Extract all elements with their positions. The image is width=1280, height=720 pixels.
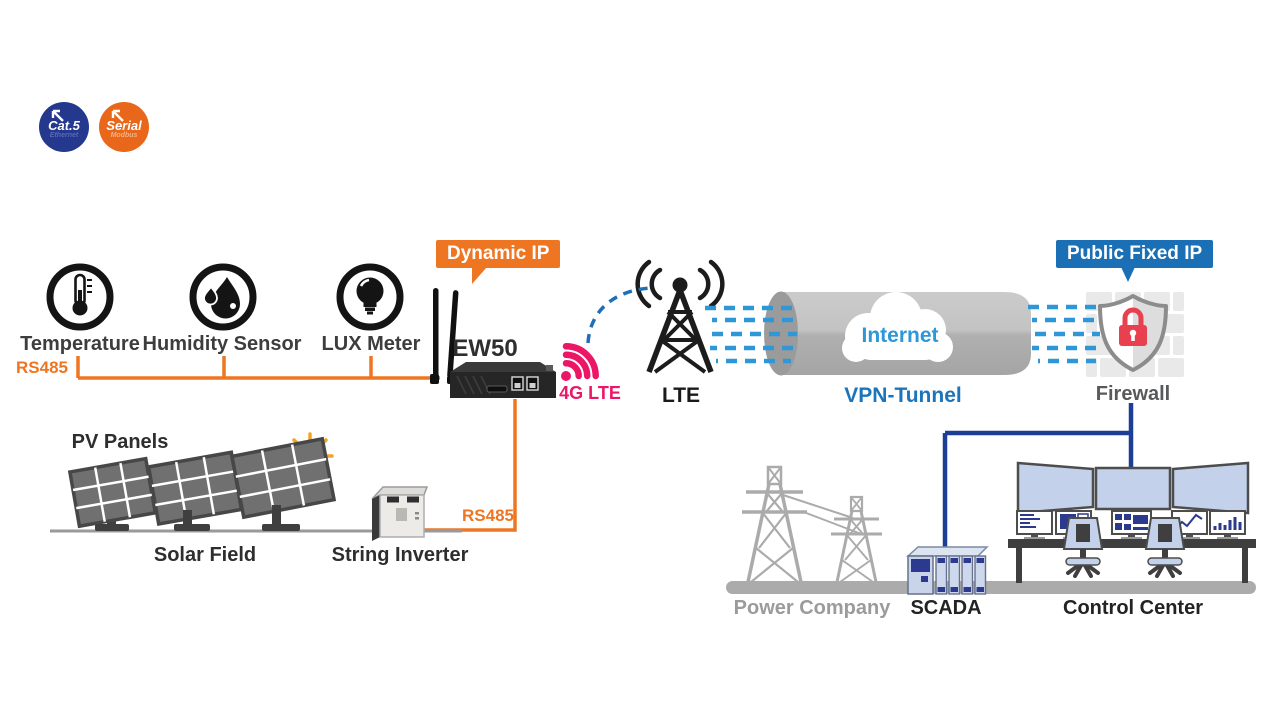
router-body — [450, 362, 556, 398]
scada-label: SCADA — [910, 597, 982, 619]
firewall-label: Firewall — [1095, 383, 1171, 405]
internet-label: Internet — [861, 324, 939, 347]
humidity-label: Humidity Sensor — [142, 333, 302, 355]
antenna-icon — [430, 288, 459, 384]
tunnel-to-firewall-dashes — [1028, 304, 1102, 364]
dynamic-ip-banner: Dynamic IP — [436, 240, 561, 268]
public-fixed-ip-banner-tail — [1121, 267, 1135, 282]
temperature-label: Temperature — [20, 333, 140, 355]
firewall-to-site-lines — [942, 403, 1134, 550]
badge-title: Serial — [106, 118, 142, 133]
ew50-label: EW50 — [452, 335, 518, 362]
public-fixed-ip-banner: Public Fixed IP — [1056, 240, 1214, 268]
wifi-signal-icon — [561, 343, 599, 381]
cat5-ethernet-badge: Cat.5 Ethernet — [39, 102, 89, 152]
wall-monitors-icon — [1016, 461, 1250, 515]
lux-meter-icon — [336, 263, 404, 331]
desktop-monitors-icon — [1016, 510, 1246, 540]
rs485-sensor-bus-line — [76, 356, 440, 380]
badge-title: Cat.5 — [48, 118, 80, 133]
badge-subtitle: Modbus — [110, 132, 138, 139]
temperature-icon — [46, 263, 114, 331]
pv-panels-label: PV Panels — [71, 431, 169, 453]
lux-label: LUX Meter — [321, 333, 421, 355]
shield-lock-icon — [1098, 294, 1168, 372]
control-center-label: Control Center — [1063, 597, 1203, 619]
transmission-tower-icon — [742, 465, 807, 583]
4g-lte-label: 4G LTE — [559, 383, 621, 403]
desk-icon — [1008, 539, 1256, 583]
office-chair-icon — [1144, 517, 1186, 578]
solar-field-label: Solar Field — [153, 544, 257, 566]
string-inverter-label: String Inverter — [331, 544, 469, 566]
signal-arcs-icon — [635, 259, 725, 309]
vpn-tunnel-label: VPN-Tunnel — [844, 384, 962, 407]
serial-modbus-badge: Serial Modbus — [99, 102, 149, 152]
humidity-icon — [189, 263, 257, 331]
rs485-inverter-label: RS485 — [462, 506, 514, 525]
string-inverter-icon — [371, 486, 429, 541]
cell-tower-icon — [635, 259, 725, 374]
transmission-tower-icon — [831, 495, 882, 583]
dynamic-ip-banner-tail — [472, 267, 487, 284]
scada-rack-icon — [906, 546, 989, 595]
badge-subtitle: Ethernet — [49, 132, 79, 139]
site-ground-bar — [726, 581, 1256, 594]
power-company-label: Power Company — [733, 597, 891, 619]
arrow-up-left-icon — [111, 109, 124, 122]
arrow-up-left-icon — [51, 109, 64, 122]
internet-cloud-icon — [842, 292, 953, 362]
ew50-to-tower-dashed-arc — [586, 286, 651, 344]
lte-label: LTE — [661, 384, 701, 407]
tower-to-tunnel-dashes — [705, 305, 797, 364]
rs485-sensor-label: RS485 — [16, 358, 68, 377]
pv-panel-icons — [67, 436, 337, 531]
office-chair-icon — [1062, 517, 1104, 578]
